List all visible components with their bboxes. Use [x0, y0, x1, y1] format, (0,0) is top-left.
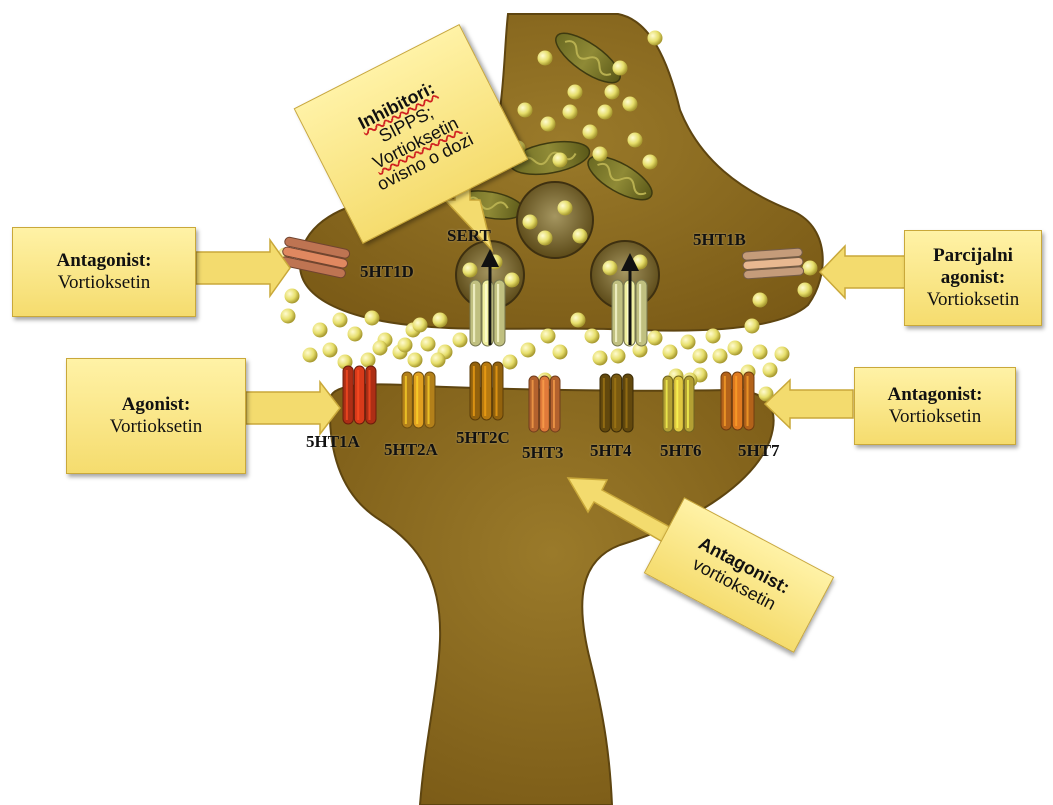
serotonin-dot	[643, 155, 658, 170]
label-5ht1a: 5HT1A	[306, 432, 360, 452]
serotonin-dot	[593, 147, 608, 162]
receptor-5ht7	[721, 372, 754, 430]
callout-antagonist-5ht7: Antagonist: Vortioksetin	[854, 367, 1016, 445]
serotonin-dot	[523, 215, 538, 230]
serotonin-dot	[585, 329, 600, 344]
serotonin-dot	[323, 343, 338, 358]
serotonin-dot	[303, 348, 318, 363]
label-5ht3: 5HT3	[522, 443, 564, 463]
receptor-5ht2a	[402, 372, 435, 428]
serotonin-dot	[628, 133, 643, 148]
serotonin-dot	[693, 349, 708, 364]
serotonin-dot	[745, 319, 760, 334]
serotonin-dot	[313, 323, 328, 338]
label-5ht4: 5HT4	[590, 441, 632, 461]
receptor-5ht1b	[742, 248, 804, 279]
serotonin-dot	[803, 261, 818, 276]
serotonin-dot	[605, 85, 620, 100]
serotonin-dot	[603, 261, 618, 276]
receptor-5ht3	[529, 376, 560, 432]
label-5ht1b: 5HT1B	[693, 230, 746, 250]
serotonin-dot	[285, 289, 300, 304]
serotonin-dot	[633, 255, 648, 270]
serotonin-dot	[706, 329, 721, 344]
label-5ht2a: 5HT2A	[384, 440, 438, 460]
serotonin-dot	[798, 283, 813, 298]
serotonin-dot	[281, 309, 296, 324]
serotonin-dot	[775, 347, 790, 362]
receptor-5ht1a	[343, 366, 376, 424]
serotonin-dot	[593, 351, 608, 366]
serotonin-dot	[583, 125, 598, 140]
callout-antagonist-5ht7-head: Antagonist:	[887, 384, 982, 406]
serotonin-dot	[611, 349, 626, 364]
serotonin-dot	[553, 153, 568, 168]
callout-agonist-5ht1a-value: Vortioksetin	[110, 416, 203, 438]
serotonin-dot	[568, 85, 583, 100]
callout-antagonist-5ht7-value: Vortioksetin	[889, 406, 982, 428]
serotonin-dot	[538, 51, 553, 66]
serotonin-dot	[453, 333, 468, 348]
callout-partial-head-2: agonist:	[941, 267, 1005, 289]
serotonin-dot	[663, 345, 678, 360]
serotonin-dot	[713, 349, 728, 364]
callout-partial-agonist-5ht1b: Parcijalni agonist: Vortioksetin	[904, 230, 1042, 326]
label-5ht7: 5HT7	[738, 441, 780, 461]
serotonin-dot	[421, 337, 436, 352]
serotonin-dot	[431, 353, 446, 368]
serotonin-dot	[573, 229, 588, 244]
callout-partial-head-1: Parcijalni	[933, 245, 1013, 267]
serotonin-dot	[361, 353, 376, 368]
label-5ht1d: 5HT1D	[360, 262, 414, 282]
serotonin-dot	[558, 201, 573, 216]
serotonin-dot	[541, 117, 556, 132]
label-sert: SERT	[447, 226, 491, 246]
label-5ht6: 5HT6	[660, 441, 702, 461]
serotonin-dot	[613, 61, 628, 76]
serotonin-dot	[373, 341, 388, 356]
serotonin-dot	[503, 355, 518, 370]
serotonin-dot	[505, 273, 520, 288]
serotonin-dot	[681, 335, 696, 350]
receptor-5ht6	[663, 376, 694, 432]
callout-partial-value: Vortioksetin	[927, 289, 1020, 311]
serotonin-dot	[623, 97, 638, 112]
serotonin-dot	[563, 105, 578, 120]
serotonin-dot	[753, 293, 768, 308]
serotonin-dot	[365, 311, 380, 326]
callout-antagonist-5ht1d-head: Antagonist:	[56, 250, 151, 272]
callout-antagonist-5ht1d-value: Vortioksetin	[58, 272, 151, 294]
serotonin-dot	[538, 231, 553, 246]
serotonin-dot	[413, 318, 428, 333]
serotonin-dot	[571, 313, 586, 328]
serotonin-dot	[348, 327, 363, 342]
serotonin-dot	[648, 331, 663, 346]
serotonin-dot	[753, 345, 768, 360]
receptor-5ht4	[600, 374, 633, 432]
serotonin-dot	[598, 105, 613, 120]
serotonin-dot	[763, 363, 778, 378]
serotonin-dot	[728, 341, 743, 356]
label-5ht2c: 5HT2C	[456, 428, 510, 448]
serotonin-dot	[433, 313, 448, 328]
serotonin-dot	[408, 353, 423, 368]
serotonin-dot	[648, 31, 663, 46]
receptor-sert-left	[470, 280, 505, 346]
serotonin-dot	[541, 329, 556, 344]
serotonin-dot	[398, 338, 413, 353]
serotonin-dot	[463, 263, 478, 278]
callout-antagonist-5ht1d: Antagonist: Vortioksetin	[12, 227, 196, 317]
serotonin-dot	[333, 313, 348, 328]
serotonin-dot	[553, 345, 568, 360]
callout-agonist-5ht1a: Agonist: Vortioksetin	[66, 358, 246, 474]
serotonin-dot	[518, 103, 533, 118]
callout-agonist-5ht1a-head: Agonist:	[122, 394, 191, 416]
receptor-5ht2c	[470, 362, 503, 420]
serotonin-dot	[521, 343, 536, 358]
